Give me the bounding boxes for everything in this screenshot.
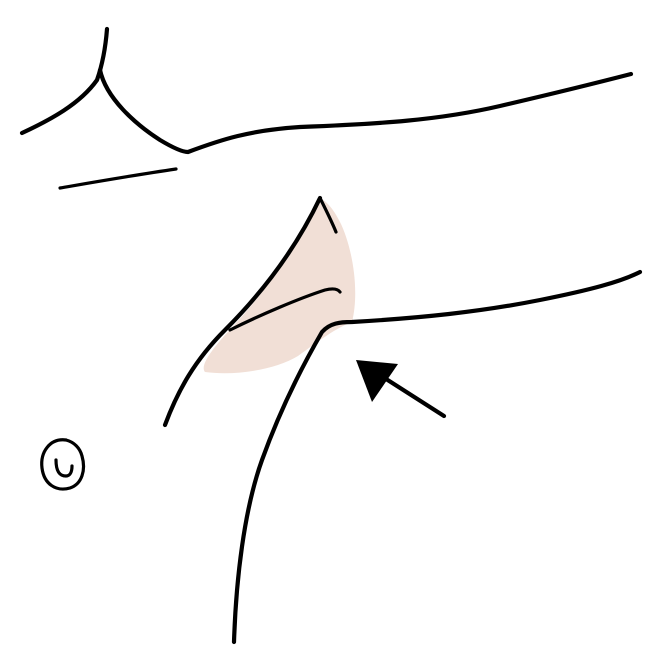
circled-u-symbol bbox=[42, 440, 84, 489]
upper-contour bbox=[22, 29, 107, 133]
arrow-up-left-icon bbox=[356, 360, 444, 416]
upper-contour-right bbox=[100, 70, 631, 152]
short-line bbox=[60, 169, 176, 188]
